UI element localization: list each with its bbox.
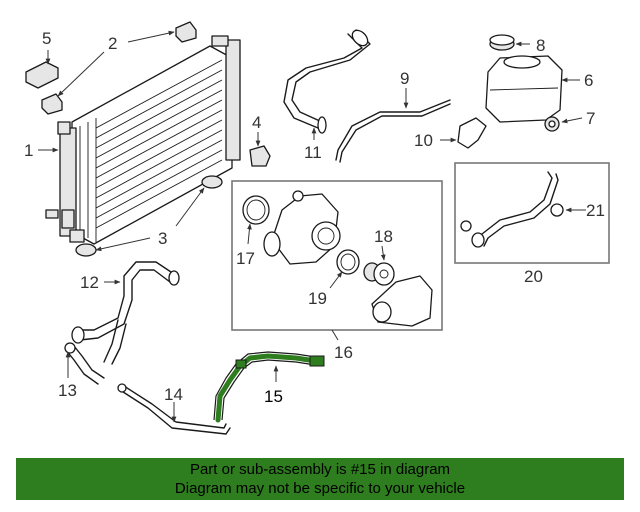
thermostat-housing-part-16[interactable] [263, 190, 341, 265]
bracket-part-2[interactable] [41, 21, 197, 115]
callout-18: 18 [374, 227, 393, 246]
callout-8: 8 [536, 36, 545, 55]
callout-7: 7 [586, 109, 595, 128]
clamp-part-21[interactable] [550, 203, 564, 217]
assembly-box-16 [231, 180, 443, 331]
cap-part-8[interactable] [489, 34, 515, 51]
callout-9: 9 [400, 69, 409, 88]
callout-6: 6 [584, 71, 593, 90]
tube-part-9[interactable] [335, 99, 451, 163]
upper-hose-part-11[interactable] [283, 27, 371, 134]
callout-19: 19 [308, 289, 327, 308]
callout-20: 20 [524, 267, 543, 286]
callout-4: 4 [252, 113, 261, 132]
bypass-hose-part-20[interactable] [460, 171, 559, 248]
callout-13: 13 [58, 381, 77, 400]
banner-line-2: Diagram may not be specific to your vehi… [174, 480, 466, 497]
assembly-box-20 [454, 162, 610, 264]
callout-2: 2 [108, 34, 117, 53]
hose-part-10[interactable] [457, 117, 487, 149]
gasket-part-17[interactable] [242, 195, 270, 225]
callout-14: 14 [164, 385, 183, 404]
callout-5: 5 [42, 29, 51, 48]
callout-17: 17 [236, 249, 255, 268]
callout-16: 16 [334, 343, 353, 362]
banner-line-1: Part or sub-assembly is #15 in diagram [189, 461, 451, 478]
bolt-part-7[interactable] [544, 116, 560, 132]
isolator-part-5[interactable] [25, 61, 59, 89]
leader-lines [38, 30, 586, 423]
part-info-banner: Part or sub-assembly is #15 in diagram D… [16, 458, 624, 500]
callout-10: 10 [414, 131, 433, 150]
callout-3: 3 [158, 229, 167, 248]
callout-15: 15 [264, 387, 283, 406]
hose-part-13[interactable] [64, 342, 105, 385]
callout-21: 21 [586, 201, 605, 220]
callout-labels: 1 2 3 4 5 6 7 8 9 10 11 12 13 14 15 16 1… [24, 29, 605, 406]
lower-hose-part-12[interactable] [71, 261, 180, 365]
outlet-part-16[interactable] [371, 275, 433, 327]
seal-part-19[interactable] [336, 249, 360, 275]
thermostat-part-18[interactable] [363, 262, 395, 286]
bushing-part-4[interactable] [249, 145, 271, 167]
reservoir-part-6[interactable] [485, 55, 563, 123]
callout-11: 11 [304, 143, 322, 162]
radiator-part[interactable] [45, 35, 241, 245]
tube-part-15-highlighted[interactable] [213, 351, 325, 423]
callout-12: 12 [80, 273, 99, 292]
callout-1: 1 [24, 141, 33, 160]
